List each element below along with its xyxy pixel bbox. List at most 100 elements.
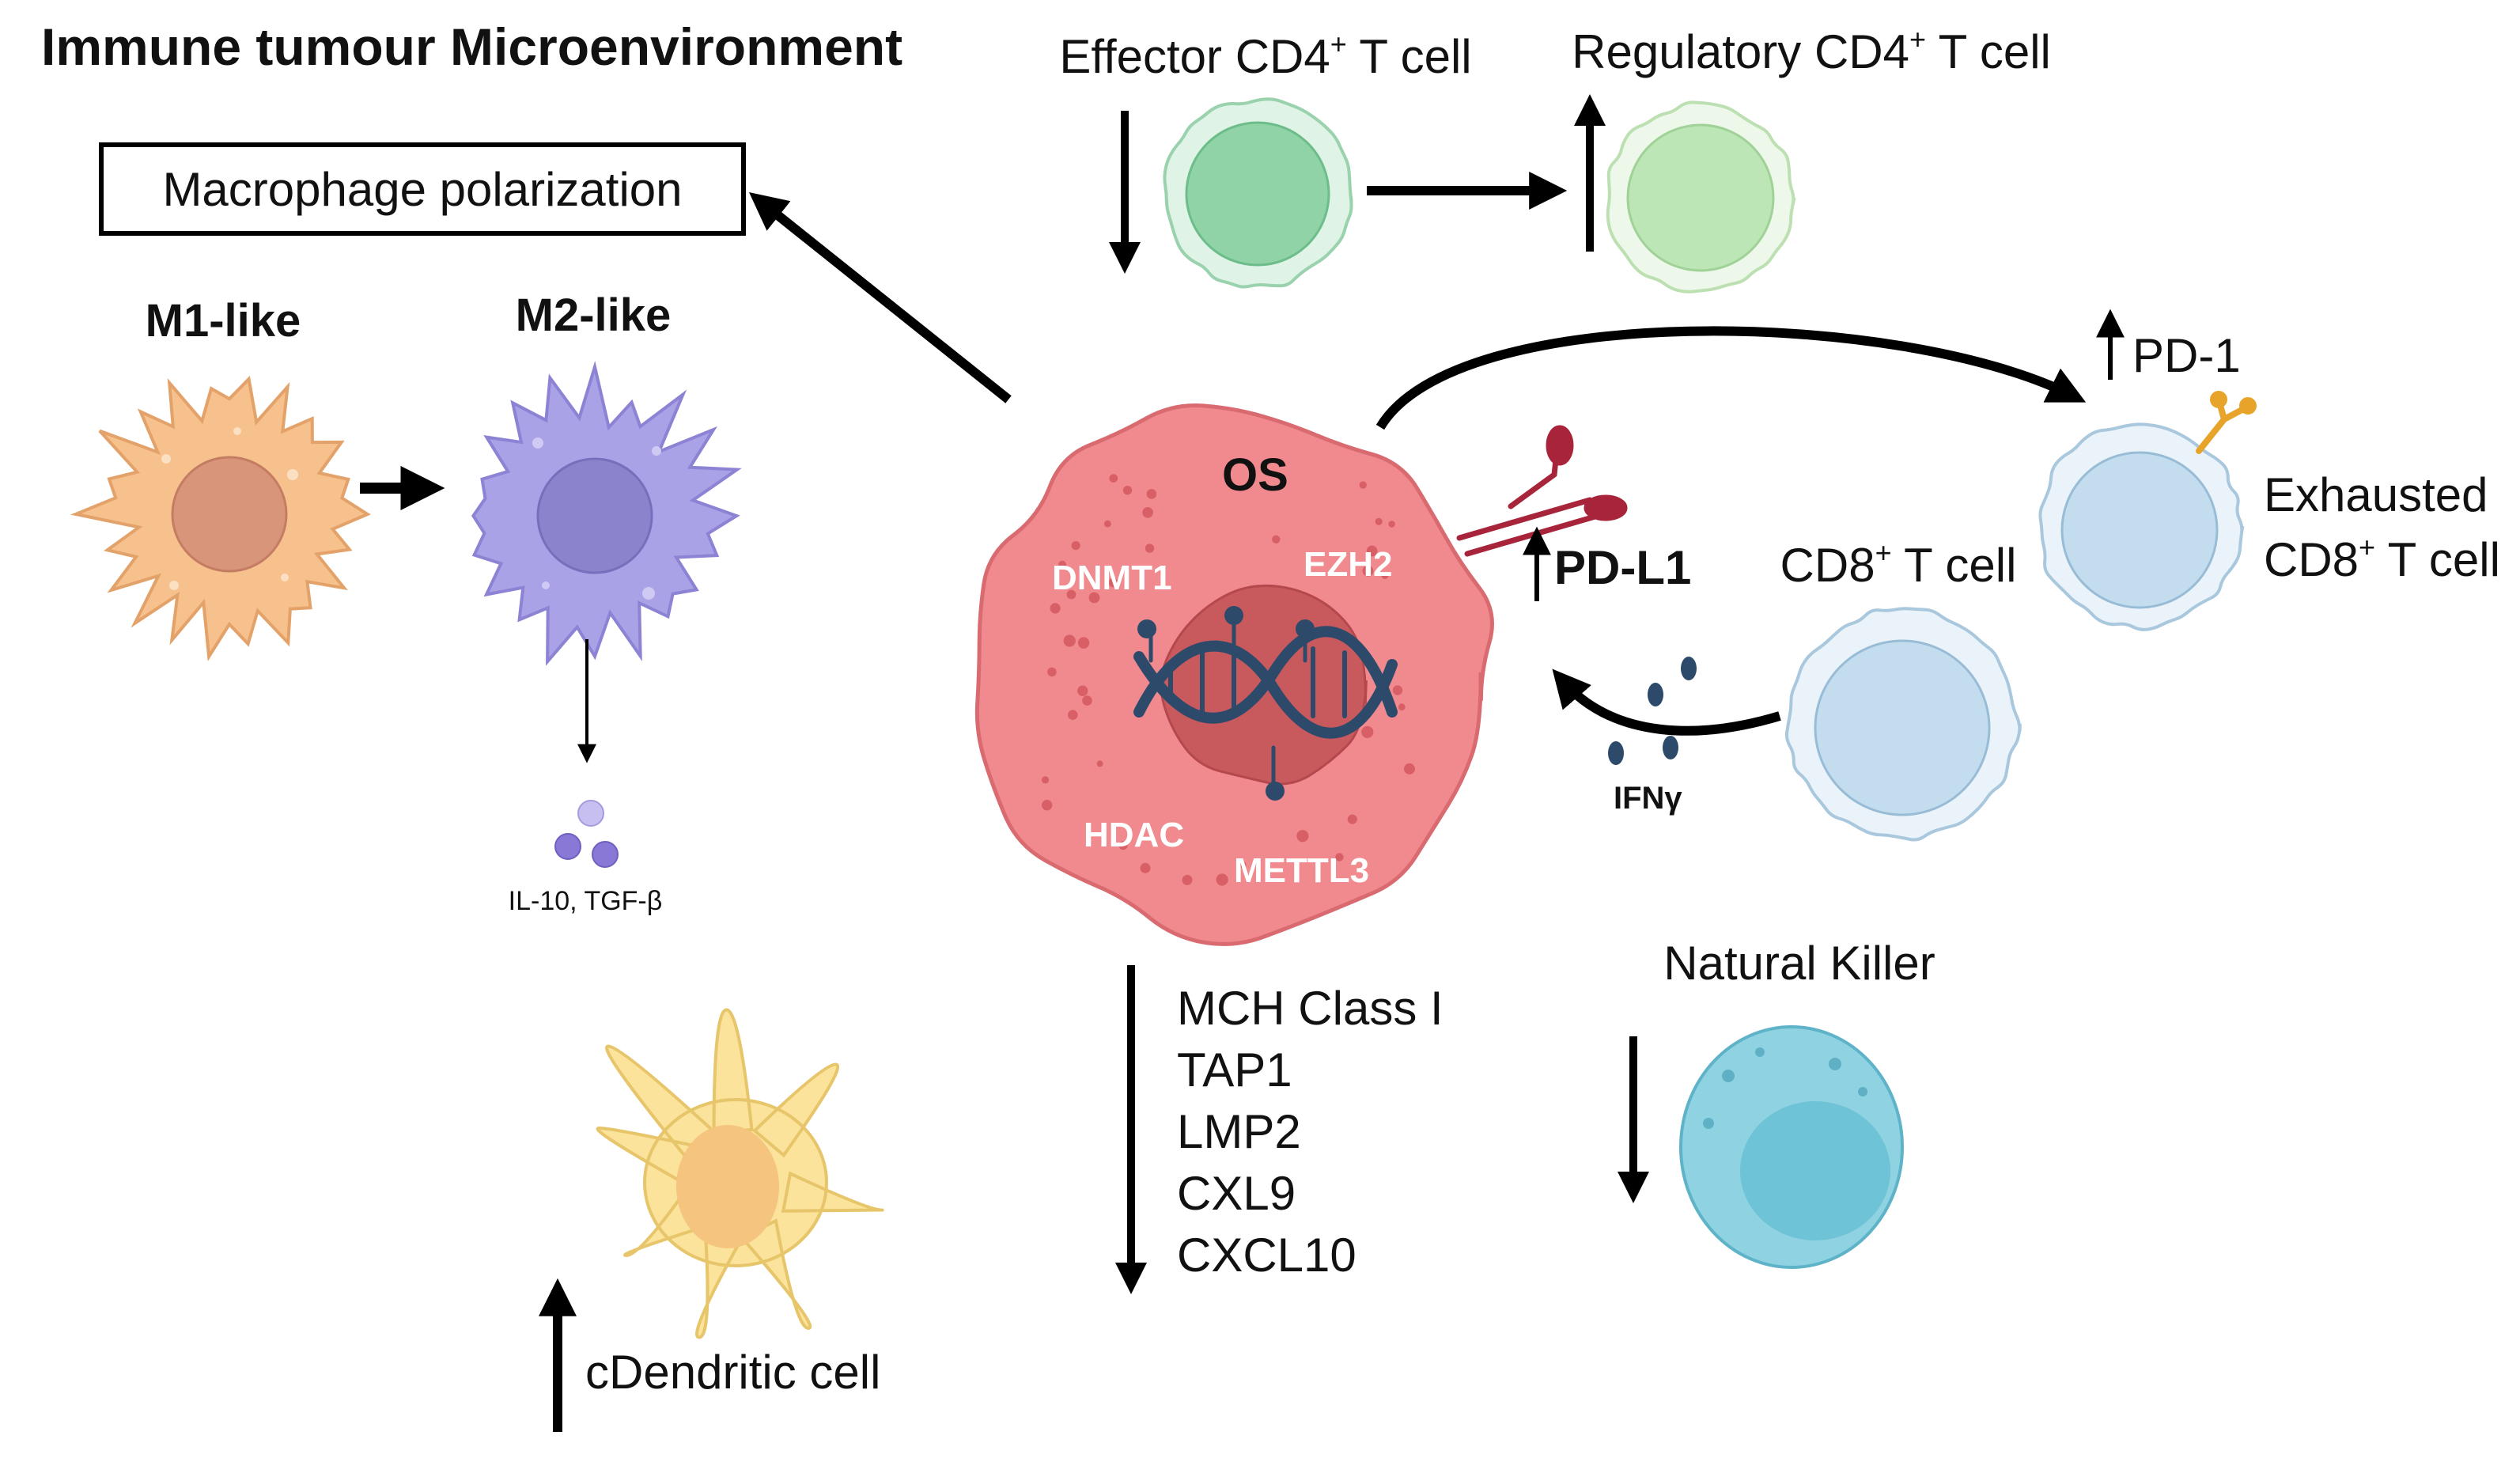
tumour-texture-dot	[1366, 545, 1378, 557]
tumour-texture-dot	[1375, 517, 1383, 525]
tumour-texture-dot	[1104, 520, 1111, 528]
tumour-texture-dot	[1068, 710, 1078, 720]
m2-nucleus	[536, 457, 653, 574]
tumour-texture-dot	[1082, 695, 1092, 706]
enzyme-dnmt1: DNMT1	[1052, 559, 1172, 597]
exhausted-cd8-suffix: T cell	[2375, 533, 2500, 586]
regulatory-cd4-t-cell	[1606, 100, 1796, 293]
effector-cd4-suffix: T cell	[1347, 30, 1472, 83]
regulatory-cd4-prefix: Regulatory CD4	[1572, 25, 1909, 78]
effector-cd4-t-cell	[1163, 97, 1353, 289]
tumour-texture-dot	[1296, 830, 1309, 843]
antigen-item: LMP2	[1177, 1105, 1301, 1158]
dna-helix-icon	[1133, 606, 1398, 801]
enzyme-mettl3: METTL3	[1234, 851, 1369, 890]
antigen-item: MCH Class I	[1177, 982, 1444, 1035]
tumour-texture-dot	[1066, 589, 1076, 600]
macrophage-polarization-box: Macrophage polarization	[99, 142, 746, 236]
tumour-texture-dot	[1071, 541, 1080, 551]
dendritic-label: cDendritic cell	[585, 1346, 880, 1399]
effector-cd4-label: Effector CD4+ T cell	[1059, 28, 1471, 83]
dendritic-nucleus	[676, 1125, 779, 1248]
tumour-texture-dot	[1042, 800, 1053, 811]
regulatory-cd4-suffix: T cell	[1926, 25, 2051, 78]
effector-cd4-prefix: Effector CD4	[1059, 30, 1330, 83]
cd8-label: CD8+ T cell	[1780, 536, 2017, 592]
m1-nucleus	[171, 456, 288, 573]
enzyme-hdac: HDAC	[1084, 816, 1184, 854]
dendritic-cell	[596, 1008, 884, 1339]
tumour-texture-dot	[1239, 861, 1247, 869]
tumour-texture-dot	[1347, 814, 1357, 824]
macrophage-polarization-label: Macrophage polarization	[162, 163, 682, 216]
exhausted-cd8-superscript: +	[2359, 531, 2375, 563]
diagram-title: Immune tumour Microenvironment	[41, 17, 902, 76]
tumour-texture-dot	[1109, 474, 1118, 483]
natural-killer-cell	[1679, 1025, 1904, 1269]
tumour-texture-dot	[1182, 874, 1193, 885]
tumour-texture-dot	[1145, 543, 1155, 553]
tumour-texture-dot	[1146, 489, 1157, 499]
enzyme-ezh2: EZH2	[1304, 545, 1392, 584]
tumour-label: OS	[1222, 449, 1288, 501]
exhausted-cd8-prefix: CD8	[2264, 533, 2359, 586]
effector-cd4-superscript: +	[1330, 28, 1347, 60]
exhausted-label-line1: Exhausted	[2264, 468, 2488, 521]
cytokine-particles	[554, 800, 619, 868]
pdl1-receptor-icon	[1456, 425, 1628, 557]
nk-label: Natural Killer	[1663, 937, 1935, 990]
nk-nucleus	[1740, 1101, 1890, 1240]
ifng-particles	[1608, 657, 1697, 765]
cd8-prefix: CD8	[1780, 539, 1875, 592]
ifng-label: IFNγ	[1614, 781, 1682, 816]
exhausted-nucleus	[2060, 451, 2219, 609]
tumour-texture-dot	[1122, 486, 1133, 495]
tumour-to-macrophage-arrow	[748, 192, 1012, 403]
tumour-texture-dot	[1216, 873, 1228, 886]
tumour-texture-dot	[1142, 507, 1153, 518]
m1-macrophage-cell	[70, 375, 371, 661]
tumour-texture-dot	[1404, 763, 1415, 774]
antigen-item: TAP1	[1177, 1043, 1292, 1096]
tumour-texture-dot	[1077, 637, 1090, 649]
tumour-texture-dot	[1140, 862, 1151, 873]
regulatory-cd4-label: Regulatory CD4+ T cell	[1572, 23, 2051, 78]
m2-cytokines-label: IL-10, TGF-β	[509, 886, 663, 916]
tumour-texture-dot	[1392, 685, 1403, 695]
tumour-texture-dot	[1359, 481, 1367, 489]
pd1-receptor-icon	[2196, 391, 2257, 454]
m2-label: M2-like	[516, 290, 672, 341]
tumour-texture-dot	[1398, 703, 1406, 711]
antigen-list: MCH Class I TAP1 LMP2 CXL9 CXCL10	[1177, 982, 1444, 1282]
cd8-t-cell	[1785, 607, 2022, 842]
m1-label: M1-like	[146, 295, 301, 347]
cd8-suffix: T cell	[1892, 539, 2017, 592]
tumour-texture-dot	[1381, 572, 1389, 579]
cd8-superscript: +	[1875, 536, 1892, 569]
tumour-texture-dot	[1118, 841, 1128, 850]
tumour-texture-dot	[1050, 603, 1061, 614]
tumour-texture-dot	[1361, 725, 1374, 739]
tumour-to-exhausted-arrow	[1375, 326, 2087, 430]
pdl1-label: PD-L1	[1554, 541, 1691, 594]
tumour-texture-dot	[1096, 760, 1103, 767]
tumour-texture-dot	[1335, 853, 1344, 862]
tumour-texture-dot	[1058, 560, 1067, 570]
tumour-cell: OS DNMT1 EZH2 HDAC METTL3	[974, 403, 1494, 946]
ifng-arrow	[1552, 668, 1781, 736]
regulatory-nucleus	[1626, 123, 1775, 272]
antigen-item: CXCL10	[1177, 1229, 1356, 1282]
tumour-texture-dot	[1108, 578, 1118, 588]
regulatory-cd4-superscript: +	[1909, 23, 1926, 55]
tumour-texture-dot	[1077, 685, 1088, 696]
m2-macrophage-cell	[471, 360, 742, 666]
tumour-texture-dot	[1272, 535, 1281, 543]
tumour-texture-dot	[1047, 667, 1057, 677]
pd1-label: PD-1	[2132, 329, 2241, 382]
exhausted-cd8-t-cell	[2038, 391, 2257, 631]
cd8-nucleus	[1814, 639, 1991, 816]
tumour-texture-dot	[1041, 776, 1050, 784]
tumour-texture-dot	[1088, 592, 1100, 604]
